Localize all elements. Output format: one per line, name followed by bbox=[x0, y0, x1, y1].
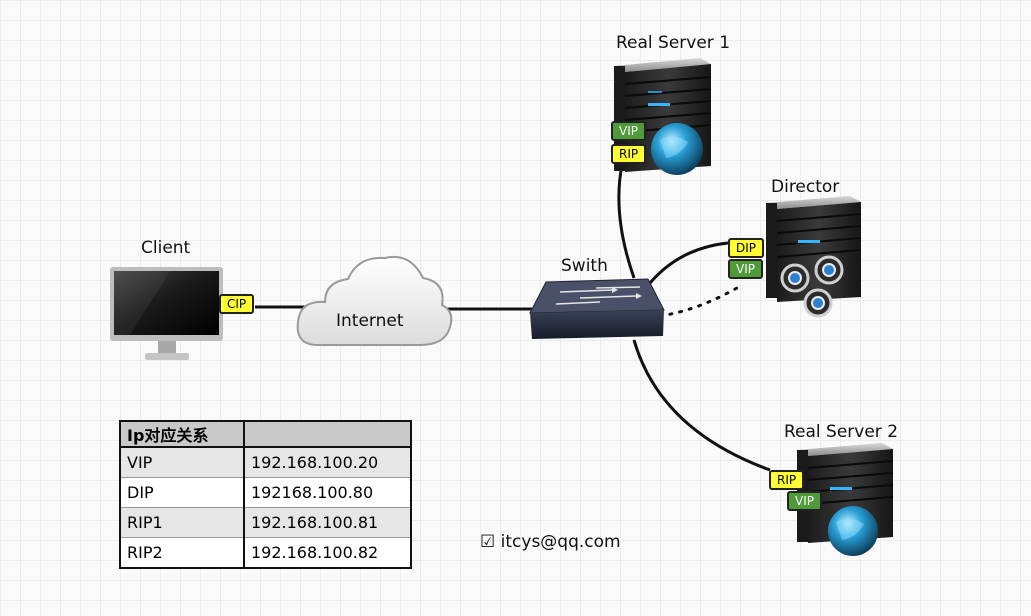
table-cell-name: DIP bbox=[119, 477, 245, 508]
rs2-rip-tag: RIP bbox=[769, 470, 805, 490]
table-cell-ip: 192.168.100.81 bbox=[243, 507, 412, 538]
table-row: VIP 192.168.100.20 bbox=[119, 446, 412, 478]
internet-label: Internet bbox=[336, 311, 404, 331]
switch-label: Swith bbox=[561, 256, 608, 276]
table-cell-name: RIP1 bbox=[119, 507, 245, 538]
globe-icon bbox=[651, 123, 703, 175]
link-switch-rs1 bbox=[617, 164, 636, 279]
real-server-1-label: Real Server 1 bbox=[616, 33, 731, 53]
table-header-empty bbox=[243, 420, 412, 448]
ip-mapping-table: Ip对应关系 VIP 192.168.100.20 DIP 192168.100… bbox=[119, 420, 412, 569]
table-header-row: Ip对应关系 bbox=[119, 420, 412, 448]
director-dip-tag: DIP bbox=[728, 238, 765, 258]
table-row: RIP1 192.168.100.81 bbox=[119, 507, 412, 538]
switch-icon bbox=[529, 278, 665, 339]
email-text: itcys@qq.com bbox=[500, 532, 621, 552]
link-switch-director-dotted bbox=[658, 283, 744, 318]
rs2-vip-tag: VIP bbox=[787, 491, 822, 511]
table-row: DIP 192168.100.80 bbox=[119, 477, 412, 508]
table-cell-ip: 192168.100.80 bbox=[243, 477, 412, 508]
rs1-vip-tag: VIP bbox=[611, 121, 646, 141]
link-switch-director bbox=[648, 241, 729, 284]
client-monitor-icon bbox=[110, 267, 223, 360]
table-cell-ip: 192.168.100.82 bbox=[243, 537, 412, 569]
checkbox-icon: ☑ bbox=[480, 532, 496, 552]
table-cell-ip: 192.168.100.20 bbox=[243, 446, 412, 478]
table-header: Ip对应关系 bbox=[119, 420, 245, 448]
client-label: Client bbox=[141, 238, 191, 258]
link-switch-rs2 bbox=[632, 339, 771, 472]
table-cell-name: VIP bbox=[119, 446, 245, 478]
email-note: ☑ itcys@qq.com bbox=[480, 532, 621, 552]
table-row: RIP2 192.168.100.82 bbox=[119, 537, 412, 569]
director-label: Director bbox=[771, 177, 840, 197]
client-cip-tag: CIP bbox=[219, 294, 255, 314]
globe-icon bbox=[828, 506, 878, 556]
links bbox=[255, 164, 771, 472]
rs1-rip-tag: RIP bbox=[611, 144, 647, 164]
real-server-2-label: Real Server 2 bbox=[784, 422, 899, 442]
table-cell-name: RIP2 bbox=[119, 537, 245, 569]
director-server-icon bbox=[766, 196, 862, 302]
director-vip-tag: VIP bbox=[728, 259, 763, 279]
internet-cloud-icon bbox=[296, 256, 453, 346]
